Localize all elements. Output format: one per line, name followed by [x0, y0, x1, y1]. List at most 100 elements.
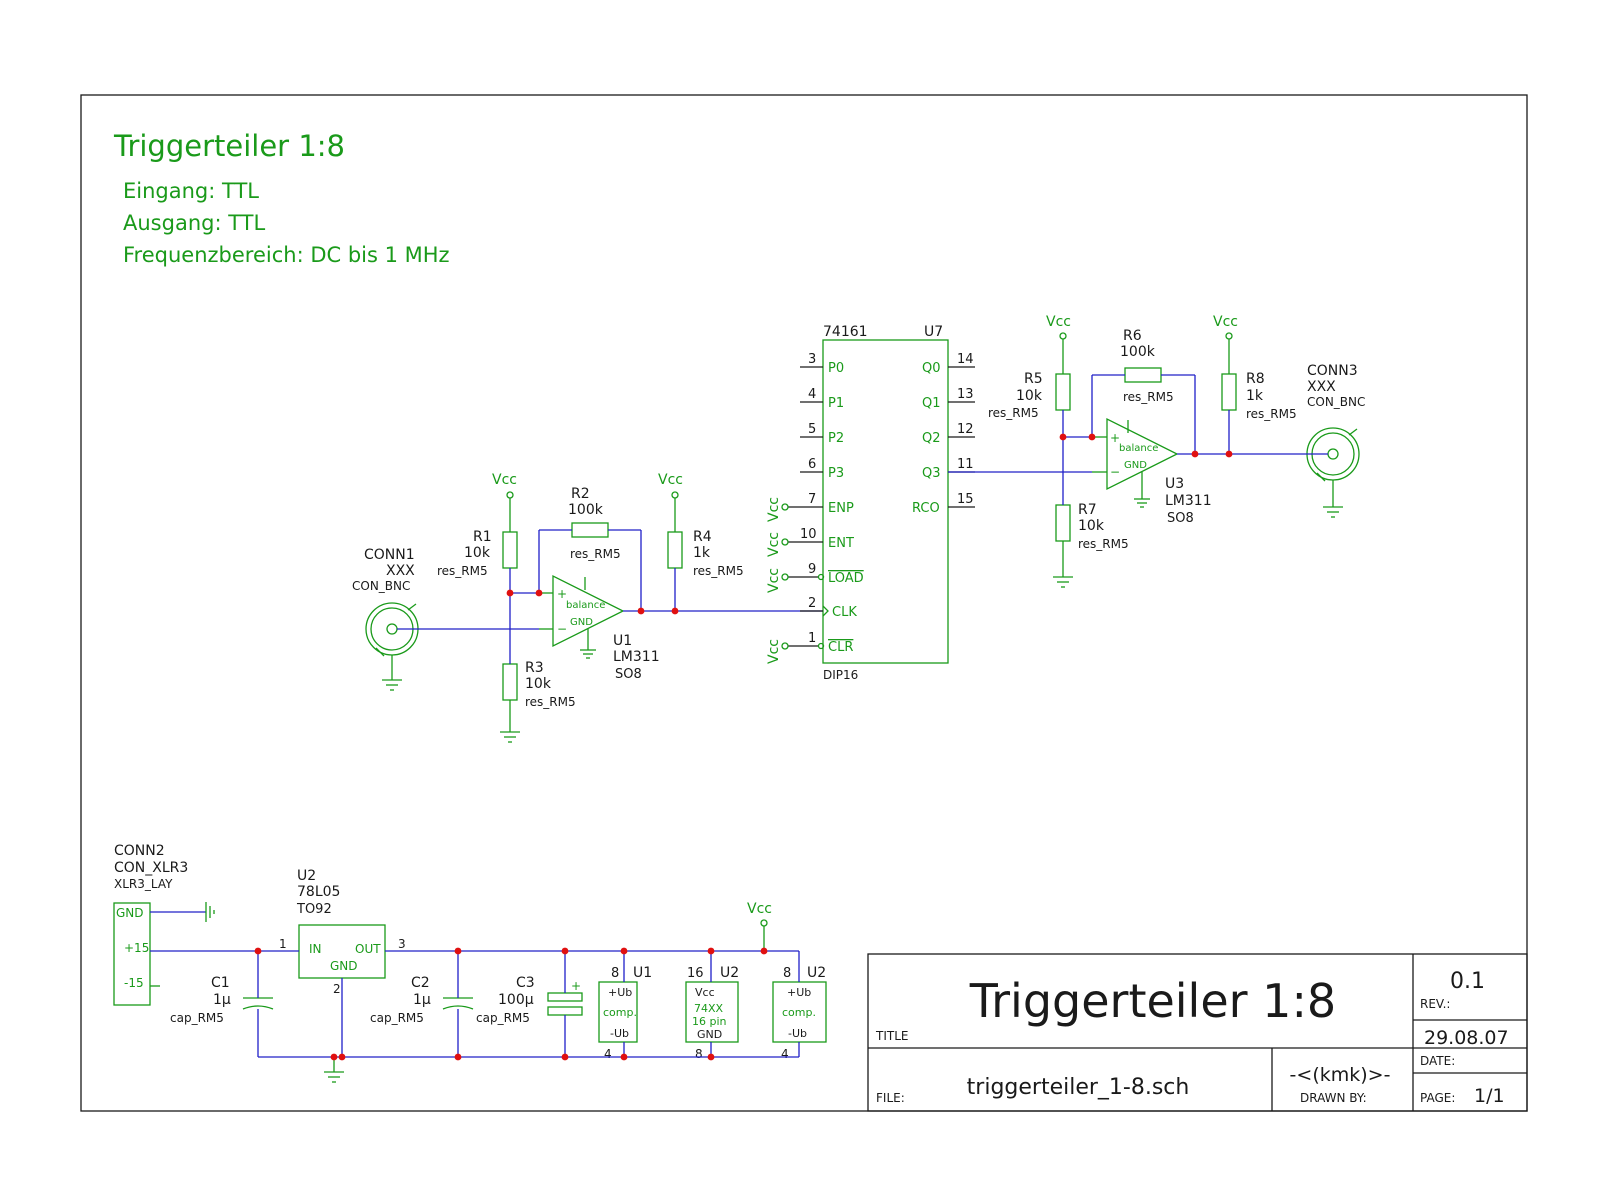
c1-capacitor [242, 997, 274, 1010]
r6-footprint: res_RM5 [1123, 390, 1174, 404]
u7-pin-q3-num: 11 [957, 457, 974, 472]
pwr-u2a-mid2: 16 pin [692, 1015, 727, 1028]
vcc-load-terminal [781, 573, 789, 581]
junction [561, 1053, 569, 1061]
r6-value: 100k [1120, 344, 1156, 360]
r8-ref: R8 [1246, 371, 1265, 387]
drawn-by-value: -<(kmk)>- [1290, 1064, 1391, 1086]
reg-gnd-label: GND [330, 959, 358, 973]
c2-ref: C2 [411, 975, 430, 991]
u7-pin-q0-num: 14 [957, 352, 974, 367]
vcc-clr-label: Vcc [766, 639, 782, 664]
u7-ref: U7 [924, 324, 943, 340]
junction [620, 1053, 628, 1061]
pwr-u2a-top: Vcc [695, 986, 715, 999]
note-output: Ausgang: TTL [123, 211, 265, 235]
r2-ref: R2 [571, 486, 590, 502]
u7-pin-p1-name: P1 [828, 396, 844, 411]
u7-pin-q1-num: 13 [957, 387, 974, 402]
r1-value: 10k [464, 545, 491, 561]
r4-value: 1k [693, 545, 711, 561]
r5-value: 10k [1016, 388, 1043, 404]
r7-ref: R7 [1078, 502, 1097, 518]
r2-resistor [571, 522, 609, 538]
u7-pin-q3-name: Q3 [922, 466, 941, 481]
vcc-r8-terminal [1225, 332, 1233, 340]
u7-pin-ent-num: 10 [800, 527, 817, 542]
r5-ref: R5 [1024, 371, 1043, 387]
vcc-enp-label: Vcc [766, 497, 782, 522]
r5-resistor [1055, 373, 1071, 411]
clr-inversion-bubble [817, 642, 825, 650]
load-inversion-bubble [817, 573, 825, 581]
junction [707, 1053, 715, 1061]
u7-pin-enp-name: ENP [828, 501, 854, 516]
reg-pin-out: 3 [398, 937, 406, 951]
pwr-u2a-pin-top: 16 [687, 966, 704, 981]
reg-value: 78L05 [297, 884, 340, 900]
vcc-ent-label: Vcc [766, 532, 782, 557]
r7-value: 10k [1078, 518, 1105, 534]
junction [637, 607, 645, 615]
conn2-pin-minus15: -15 [124, 976, 144, 990]
sheet-frame [80, 94, 1528, 1112]
u7-pin-q1-name: Q1 [922, 396, 941, 411]
conn2-value: CON_XLR3 [114, 860, 188, 876]
u7-footprint: DIP16 [823, 668, 858, 682]
pwr-u2b-top: +Ub [787, 986, 811, 999]
u3-value: LM311 [1165, 493, 1212, 509]
junction [535, 589, 543, 597]
u7-pin-p2-num: 5 [808, 422, 816, 437]
conn2-ground-symbol [205, 902, 215, 922]
pwr-u1-pin-bottom: 4 [604, 1047, 612, 1061]
r5-footprint: res_RM5 [988, 406, 1039, 420]
r7-resistor [1055, 504, 1071, 542]
output-stage-wires [948, 374, 1328, 505]
c1-value: 1µ [213, 992, 231, 1008]
title-block [867, 953, 1528, 1112]
vcc-rail-label: Vcc [747, 901, 772, 917]
title-block-title: Triggerteiler 1:8 [969, 974, 1336, 1028]
r1-resistor [502, 531, 518, 569]
r6-resistor [1124, 367, 1162, 383]
c2-footprint: cap_RM5 [370, 1011, 424, 1025]
r4-ref: R4 [693, 529, 712, 545]
reg-ref: U2 [297, 868, 316, 884]
junction [707, 947, 715, 955]
pwr-u2b-pin-bottom: 4 [781, 1047, 789, 1061]
junction [454, 1053, 462, 1061]
conn2-pin-gnd: GND [116, 906, 144, 920]
file-label: FILE: [876, 1091, 905, 1105]
u3-plus: + [1110, 431, 1120, 445]
u7-pin-clk-name: CLK [832, 605, 857, 620]
u7-pin-clr-name: CLR [828, 640, 853, 655]
pwr-u1-pin-top: 8 [611, 966, 619, 981]
u1-minus: − [557, 622, 567, 636]
u7-pin-clr-num: 1 [808, 631, 816, 646]
u7-pin-p3-name: P3 [828, 466, 844, 481]
c3-value: 100µ [498, 992, 534, 1008]
vcc-rail-terminal [760, 919, 768, 927]
u7-pin-ent-name: ENT [828, 536, 854, 551]
pwr-u2a-mid: 74XX [694, 1002, 724, 1015]
pwr-u1-bottom: -Ub [610, 1027, 629, 1040]
conn2-ref: CONN2 [114, 843, 165, 859]
u7-pin-p2-name: P2 [828, 431, 844, 446]
junction [330, 1053, 338, 1061]
reg-out-label: OUT [355, 942, 381, 956]
pwr-u2a-ref: U2 [720, 965, 739, 981]
clk-edge-marker [822, 605, 829, 617]
u7-pin-load-name: LOAD [828, 571, 864, 586]
r4-footprint: res_RM5 [693, 564, 744, 578]
conn3-ref: CONN3 [1307, 363, 1358, 379]
rev-value: 0.1 [1450, 969, 1485, 994]
conn2-xlr-connector [113, 902, 151, 1006]
conn1-footprint: CON_BNC [352, 579, 410, 593]
junction [760, 947, 768, 955]
vcc-load-label: Vcc [766, 568, 782, 593]
u7-counter-body [822, 339, 949, 664]
pwr-u2b-ref: U2 [807, 965, 826, 981]
conn3-footprint: CON_BNC [1307, 395, 1365, 409]
vcc-r1-terminal [506, 491, 514, 499]
